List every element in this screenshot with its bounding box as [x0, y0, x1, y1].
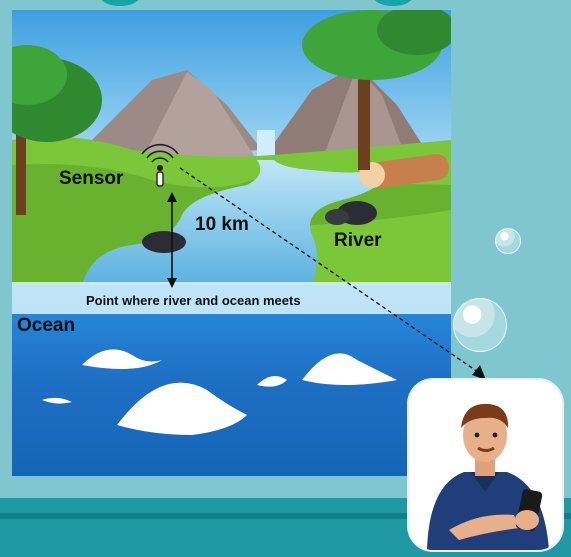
mountains: [72, 65, 432, 160]
bottom-band-stripe: [0, 513, 571, 519]
top-decor-dot-right: [373, 0, 413, 6]
sensor-icon: [141, 143, 179, 187]
river-label: River: [334, 230, 382, 251]
bubble-small: [495, 228, 521, 254]
ocean-label: Ocean: [17, 315, 76, 336]
sensor-label: Sensor: [59, 168, 124, 189]
top-decor-dot-left: [100, 0, 140, 6]
tree-left: [12, 45, 102, 215]
tree-right: [302, 10, 451, 170]
signal-arrowhead: [472, 365, 486, 380]
meeting-point-label: Point where river and ocean meets: [86, 293, 301, 308]
river-ocean-scene: Sensor 10 km River Point where river and…: [12, 10, 451, 476]
distance-label: 10 km: [195, 214, 249, 235]
scene-illustration: [12, 10, 451, 476]
person-card: [409, 380, 562, 550]
distance-arrow: [167, 192, 177, 288]
bubble-large: [453, 298, 507, 352]
person-with-phone-illustration: [427, 403, 549, 550]
